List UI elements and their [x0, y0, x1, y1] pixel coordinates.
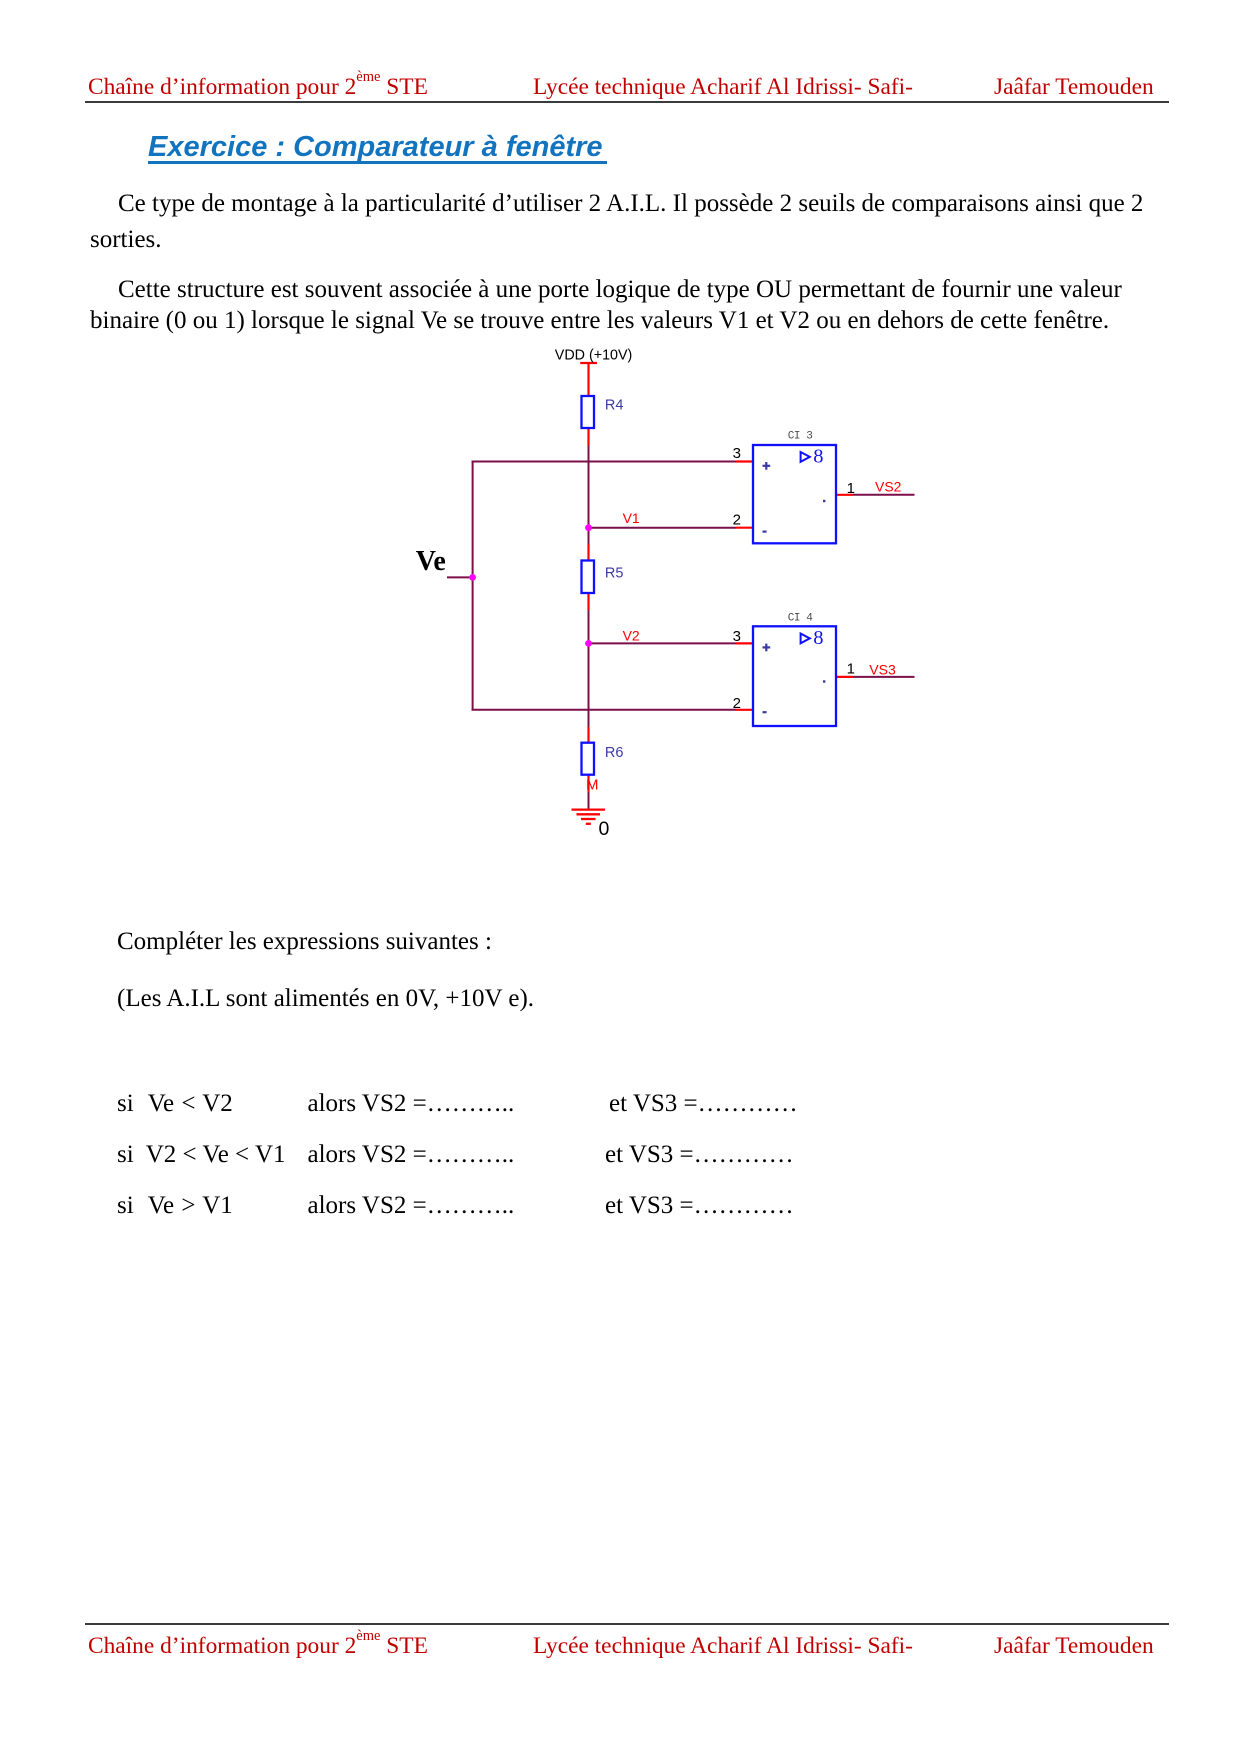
svg-text:3: 3: [733, 445, 741, 462]
svg-text:CI 4: CI 4: [788, 612, 814, 624]
svg-text:VS3: VS3: [869, 662, 896, 678]
svg-text:V1: V1: [623, 510, 640, 526]
svg-text:VS2: VS2: [875, 479, 902, 495]
svg-text:0: 0: [599, 818, 610, 840]
svg-text:8: 8: [813, 445, 823, 467]
svg-text:R4: R4: [605, 398, 624, 414]
svg-text:Ve: Ve: [416, 546, 446, 577]
svg-text:3: 3: [733, 628, 741, 645]
svg-text:R6: R6: [605, 745, 624, 761]
svg-text:1: 1: [847, 661, 855, 678]
svg-text:R5: R5: [605, 565, 624, 581]
svg-text:CI 3: CI 3: [788, 431, 813, 443]
svg-text:2: 2: [733, 695, 741, 712]
svg-text:M: M: [586, 776, 599, 793]
svg-text:VDD (+10V): VDD (+10V): [555, 348, 632, 364]
svg-text:2: 2: [733, 512, 741, 529]
svg-text:8: 8: [813, 627, 823, 649]
svg-text:V2: V2: [623, 627, 640, 643]
svg-text:1: 1: [847, 480, 855, 497]
